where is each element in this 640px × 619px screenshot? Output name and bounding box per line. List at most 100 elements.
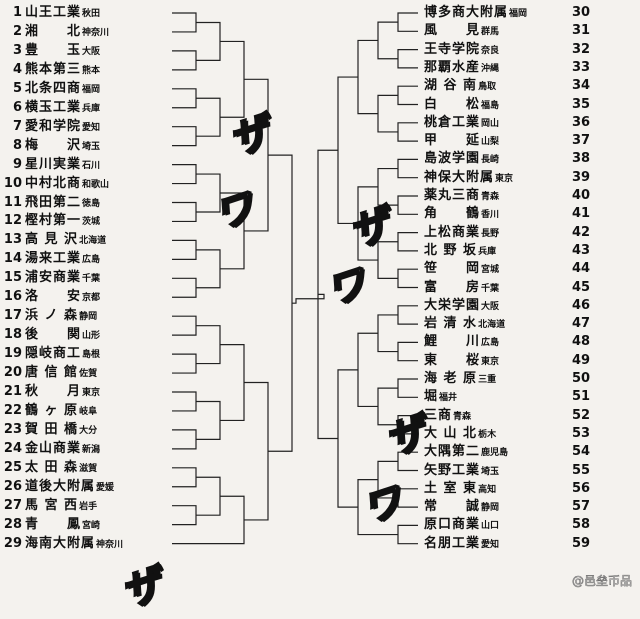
school-entry: 東 桜東京 bbox=[424, 352, 566, 371]
school-name: 鶴 ヶ 原 bbox=[25, 402, 79, 418]
prefecture: 秋田 bbox=[82, 9, 101, 19]
school-name: 高 見 沢 bbox=[25, 232, 79, 248]
school-name: 横玉工業 bbox=[25, 99, 82, 115]
prefecture: 大阪 bbox=[481, 301, 500, 312]
seed-number: 33 bbox=[572, 59, 591, 75]
prefecture: 京都 bbox=[82, 293, 101, 304]
seed-number: 29 bbox=[3, 535, 22, 551]
prefecture: 滋賀 bbox=[79, 463, 98, 474]
seed-number: 58 bbox=[572, 517, 591, 533]
seed-number: 42 bbox=[572, 224, 591, 240]
school-name: 青 鳳 bbox=[25, 516, 82, 532]
prefecture: 北海道 bbox=[478, 320, 506, 331]
bracket-line bbox=[172, 239, 197, 260]
prefecture: 宮城 bbox=[481, 265, 500, 276]
school-name: 大隅第二 bbox=[424, 444, 481, 460]
seed-number: 44 bbox=[572, 261, 591, 277]
prefecture: 静岡 bbox=[79, 312, 98, 323]
prefecture: 北海道 bbox=[79, 236, 107, 247]
school-name: 那覇水産 bbox=[424, 59, 481, 75]
prefecture: 愛媛 bbox=[96, 482, 115, 493]
school-name: 湖 谷 南 bbox=[424, 78, 478, 94]
school-name: 太 田 森 bbox=[25, 459, 79, 475]
prefecture: 新潟 bbox=[82, 444, 101, 455]
right-team-row: 東 桜東京 49 bbox=[424, 352, 590, 370]
school-name: 北 野 坂 bbox=[424, 242, 478, 258]
school-entry: 神保大附属東京 bbox=[424, 169, 566, 188]
bracket-line bbox=[172, 391, 197, 412]
school-name: 後 関 bbox=[25, 327, 82, 343]
bracket-line bbox=[397, 378, 418, 398]
seed-number: 22 bbox=[3, 402, 22, 418]
bracket-line bbox=[397, 268, 418, 289]
school-name: 東 桜 bbox=[424, 352, 481, 368]
seed-number: 49 bbox=[572, 352, 591, 368]
school-entry: 堀福井 bbox=[424, 388, 566, 407]
school-name: 馬 宮 西 bbox=[25, 497, 79, 513]
school-entry: 土 室 東高知 bbox=[424, 480, 566, 499]
school-name: 道後大附属 bbox=[25, 478, 96, 494]
seed-number: 1 bbox=[12, 5, 22, 20]
seed-number: 50 bbox=[572, 371, 591, 386]
school-entry: 島波学園長崎 bbox=[424, 150, 566, 169]
school-name: 熊本第三 bbox=[25, 61, 82, 77]
school-name: 薬丸三商 bbox=[424, 188, 481, 203]
prefecture: 東京 bbox=[82, 388, 101, 398]
seed-number: 23 bbox=[3, 421, 22, 437]
school-name: 笹 岡 bbox=[424, 261, 481, 277]
school-name: 金山商業 bbox=[25, 440, 82, 456]
seed-number: 37 bbox=[572, 133, 591, 149]
prefecture: 広島 bbox=[481, 338, 500, 349]
bracket-line bbox=[172, 50, 197, 71]
prefecture: 群馬 bbox=[481, 27, 500, 38]
school-entry: 常 誠静岡 bbox=[424, 498, 566, 517]
seed-number: 48 bbox=[572, 334, 591, 350]
seed-number: 52 bbox=[572, 407, 591, 423]
seed-number: 59 bbox=[572, 535, 591, 551]
seed-number: 11 bbox=[3, 194, 22, 210]
prefecture: 千葉 bbox=[82, 274, 101, 285]
seed-number: 17 bbox=[3, 308, 22, 324]
school-name: 樫村第一 bbox=[25, 213, 82, 229]
prefecture: 長野 bbox=[481, 228, 500, 239]
bracket-line bbox=[397, 232, 418, 252]
school-name: 山王工業 bbox=[25, 5, 82, 20]
seed-number: 6 bbox=[12, 99, 22, 115]
prefecture: 神奈川 bbox=[96, 539, 124, 550]
prefecture: 栃木 bbox=[478, 429, 497, 440]
seed-number: 12 bbox=[3, 213, 22, 229]
school-name: 白 松 bbox=[424, 96, 481, 112]
bracket-line bbox=[397, 341, 418, 362]
seed-number: 36 bbox=[572, 114, 591, 130]
seed-number: 8 bbox=[12, 137, 22, 153]
seed-number: 2 bbox=[12, 23, 22, 39]
school-entry: 桃倉工業岡山 bbox=[424, 114, 566, 133]
bracket-line bbox=[196, 21, 221, 61]
prefecture: 兵庫 bbox=[82, 103, 101, 114]
school-name: 湯来工業 bbox=[25, 251, 82, 267]
seed-number: 20 bbox=[3, 365, 22, 381]
school-name: 神保大附属 bbox=[424, 169, 495, 185]
school-entry: 三商青森 bbox=[424, 407, 566, 426]
prefecture: 高知 bbox=[478, 484, 497, 495]
school-name: 唐 信 館 bbox=[25, 365, 79, 381]
prefecture: 岩手 bbox=[79, 501, 98, 512]
school-name: 中村北商 bbox=[25, 175, 82, 191]
